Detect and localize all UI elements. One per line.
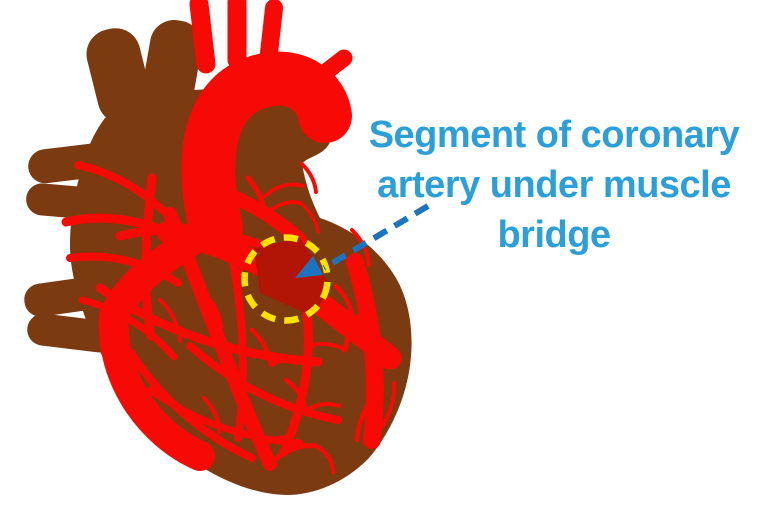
- artery-twig: [263, 182, 305, 198]
- highlight-circle: [241, 234, 331, 324]
- artery-branch: [74, 161, 182, 230]
- artery-branch: [66, 252, 182, 287]
- annotation-line: bridge: [497, 214, 611, 256]
- main-artery-band: [98, 211, 231, 471]
- aorta-branch-stub: [291, 49, 353, 101]
- arrow-line: [322, 203, 430, 271]
- artery-twig: [283, 377, 309, 414]
- artery-twig: [269, 356, 306, 367]
- aorta-branch-stub: [259, 0, 283, 71]
- artery-twig: [208, 298, 224, 343]
- artery-twig: [298, 201, 320, 234]
- muscle-bridge-patch: [254, 238, 332, 316]
- artery-branch: [201, 179, 307, 247]
- arrow-head-icon: [295, 256, 323, 278]
- pulmonary-stub-3: [24, 276, 108, 317]
- artery-branch: [186, 342, 342, 424]
- artery-twig: [267, 443, 319, 467]
- artery-twig: [263, 200, 302, 217]
- annotation-label: Segment of coronary artery under muscle …: [349, 110, 759, 260]
- artery-branch: [279, 295, 313, 457]
- artery-branch: [78, 296, 178, 361]
- artery-twig: [308, 341, 347, 352]
- artery-twig: [333, 283, 356, 324]
- annotation-line: Segment of coronary: [368, 114, 740, 156]
- artery-twig: [249, 327, 274, 368]
- artery-twig: [379, 381, 397, 430]
- artery-twig: [245, 175, 268, 218]
- pulmonary-stub-2: [26, 183, 118, 221]
- aorta-branch-stub: [189, 0, 216, 74]
- artery-twig: [235, 257, 249, 302]
- artery-twig: [238, 428, 290, 441]
- pointer-arrow: [295, 203, 430, 278]
- vena-cava-lobe-right: [142, 20, 202, 114]
- vena-cava-lobe-left: [86, 28, 152, 124]
- artery-branch: [126, 348, 256, 462]
- artery-twig: [300, 162, 318, 194]
- artery-branch: [224, 232, 247, 442]
- artery-twig: [354, 389, 383, 443]
- artery-twig: [202, 396, 221, 434]
- artery-twig: [314, 444, 335, 474]
- pulmonary-stub-4: [27, 313, 115, 353]
- artery-network: [61, 0, 402, 474]
- artery-twig: [342, 299, 375, 353]
- artery-twig: [158, 298, 182, 343]
- annotation-line: artery under muscle: [377, 164, 731, 206]
- artery-twig: [304, 401, 341, 413]
- artery-branch: [346, 253, 384, 449]
